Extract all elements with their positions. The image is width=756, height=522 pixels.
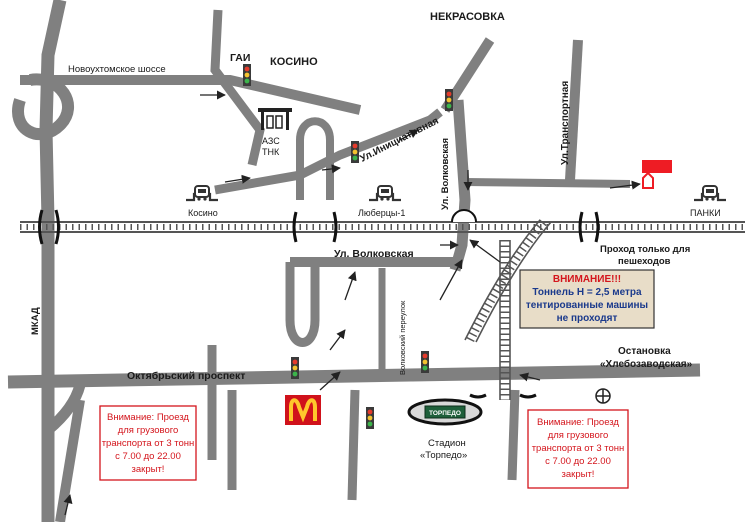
label-mkad: МКАД (30, 307, 41, 335)
label-station-panki: ПАНКИ (690, 208, 721, 218)
tunnel-warning-line2: тентированные машины (526, 300, 648, 311)
truck-notice-left-line5: закрыт! (132, 464, 165, 475)
bus-stop-icon (595, 388, 611, 404)
truck-notice-right-line1: Внимание: Проезд (537, 417, 619, 428)
label-station-lyubertsy: Люберцы-1 (358, 208, 405, 218)
traffic-light-icon (421, 351, 429, 373)
road-south-4 (507, 389, 520, 481)
truck-notice-right: Внимание: Проезд для грузового транспорт… (527, 409, 629, 489)
truck-notice-right-line3: транспорта от 3 тонн (532, 443, 625, 454)
label-azs-line1: АЗС (262, 136, 280, 146)
truck-notice-left-line1: Внимание: Проезд (107, 412, 189, 423)
mcdonalds-logo (285, 395, 321, 425)
label-volkovskaya-vertical: Ул. Волковская (440, 138, 451, 210)
tunnel-warning-title: ВНИМАНИЕ!!! (553, 274, 621, 285)
truck-notice-left-line4: с 7.00 до 22.00 (115, 451, 181, 462)
railway-branch (464, 217, 552, 400)
truck-notice-right-line5: закрыт! (562, 469, 595, 480)
label-kosino-district: КОСИНО (270, 56, 318, 68)
road-novoukhtomskoe (20, 75, 362, 115)
road-mkad-ramp (44, 383, 86, 435)
label-transportnaya: Ул.Транспортная (560, 81, 571, 165)
label-volkovskaya: Ул. Волковская (334, 248, 414, 260)
truck-notice-right-line2: для грузового (548, 430, 609, 441)
label-novoukhtomskoe: Новоухтомское шоссе (68, 64, 166, 75)
label-stadium-line1: Стадион (428, 438, 466, 449)
traffic-light-icon (243, 64, 251, 86)
train-station-icon (184, 184, 220, 202)
railway-main (20, 221, 745, 233)
road-initsiativnaya (214, 108, 443, 195)
traffic-light-icon (366, 407, 374, 429)
label-pedestrian-line2: пешеходов (618, 256, 671, 267)
label-gai: ГАИ (230, 52, 250, 64)
traffic-light-icon (291, 357, 299, 379)
truck-notice-left-line3: транспорта от 3 тонн (102, 438, 195, 449)
tunnel (451, 209, 477, 223)
train-station-icon (692, 184, 728, 202)
train-station-icon (367, 184, 403, 202)
label-nekrasovka: НЕКРАСОВКА (430, 11, 505, 23)
truck-notice-left-line2: для грузового (118, 425, 179, 436)
road-mkad-ramp-south (55, 399, 85, 522)
label-oktyabrsky: Октябрьский проспект (127, 370, 245, 382)
label-station-kosino: Косино (188, 208, 218, 218)
road-oktyabrsky (7, 363, 701, 389)
road-transportnaya (565, 39, 583, 181)
direction-arrow (63, 90, 641, 516)
label-stadium-line2: «Торпедо» (420, 450, 467, 461)
gas-station-icon (258, 108, 292, 130)
stadium-sign-text: ТОРПЕДО (429, 410, 461, 417)
label-volkovsky-lane: Волковский переулок (398, 300, 407, 375)
road-network (7, 0, 701, 522)
tunnel-warning-box: ВНИМАНИЕ!!! Тоннель H = 2,5 метра тентир… (519, 269, 655, 329)
rail-crossings (38, 209, 600, 399)
tunnel-warning-line3: не проходят (557, 313, 618, 324)
truck-notice-left: Внимание: Проезд для грузового транспорт… (99, 405, 197, 481)
label-bus-stop-line1: Остановка (618, 346, 671, 357)
road-east-connector (464, 178, 631, 188)
stadium-icon: ТОРПЕДО (407, 398, 483, 426)
road-south-3 (347, 389, 360, 501)
destination-marker (642, 160, 672, 189)
label-bus-stop-line2: «Хлебозаводская» (600, 358, 693, 370)
road-loop-kosino (296, 117, 334, 200)
traffic-light-icon (351, 141, 359, 163)
road-loop-south (285, 262, 320, 347)
label-pedestrian-line1: Проход только для (600, 244, 690, 255)
label-azs-line2: ТНК (262, 147, 280, 157)
road-gai (210, 9, 265, 167)
tunnel-warning-line1: Тоннель H = 2,5 метра (532, 287, 642, 298)
traffic-light-icon (445, 89, 453, 111)
truck-notice-right-line4: с 7.00 до 22.00 (545, 456, 611, 467)
